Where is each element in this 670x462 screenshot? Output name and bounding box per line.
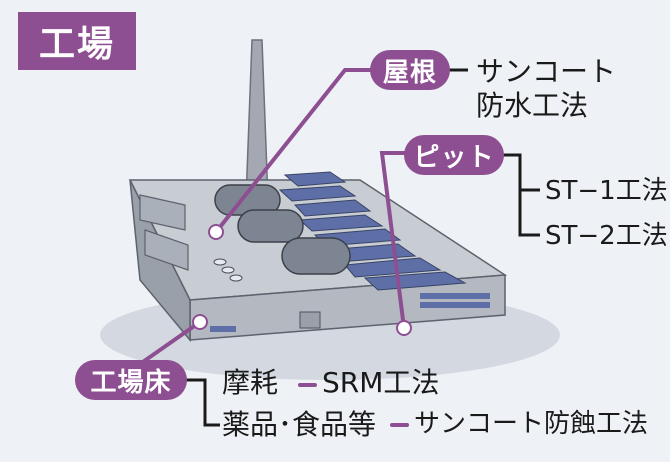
floor-label: 工場床 — [75, 360, 187, 400]
left-balcony-2 — [144, 229, 189, 271]
front-windows — [210, 293, 490, 332]
floor-wear-method: SRM工法 — [322, 366, 440, 399]
roof-point — [208, 224, 224, 240]
vents — [213, 258, 243, 282]
pit-point — [396, 320, 412, 336]
pit-method-2: ST−2工法 — [545, 221, 668, 251]
bracket-lines — [185, 68, 540, 427]
floor-point — [192, 314, 208, 330]
floor-chem-label: 薬品･食品等 — [222, 408, 377, 441]
tanks — [214, 184, 351, 275]
floor-chem-method: サンコート防蝕工法 — [414, 409, 649, 439]
roof-method-line2: 防水工法 — [476, 89, 589, 122]
chimney — [245, 39, 269, 201]
connector-dashes — [298, 383, 409, 427]
front-door — [299, 311, 321, 329]
pit-method-1: ST−1工法 — [545, 176, 668, 206]
floor-wear-label: 摩耗 — [222, 366, 279, 399]
roof-leader — [214, 68, 374, 234]
left-balcony-1 — [139, 194, 186, 231]
diagram-title: 工場 — [18, 12, 136, 70]
roof-label: 屋根 — [370, 50, 450, 90]
pit-label: ピット — [404, 135, 504, 175]
roof-method-line1: サンコート — [476, 55, 617, 88]
